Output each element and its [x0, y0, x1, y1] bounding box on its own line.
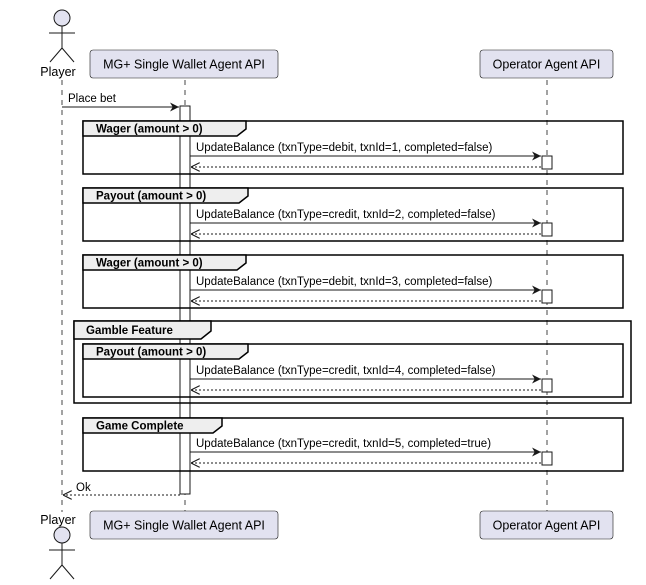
ok-label: Ok	[76, 482, 91, 494]
payout-frame-2-title: Payout (amount > 0)	[96, 347, 206, 359]
update-balance-2-label: UpdateBalance (txnType=credit, txnId=2, …	[196, 209, 496, 221]
update-balance-3-label: UpdateBalance (txnType=debit, txnId=3, c…	[196, 276, 492, 288]
update-balance-5-label: UpdateBalance (txnType=credit, txnId=5, …	[196, 438, 491, 450]
player-label-top: Player	[40, 65, 75, 79]
game-complete-title: Game Complete	[96, 421, 184, 433]
place-bet-message: Place bet	[62, 93, 179, 112]
mg-api-label-top: MG+ Single Wallet Agent API	[103, 58, 265, 72]
player-label-bottom: Player	[40, 513, 75, 527]
mg-api-activation-bar	[179, 105, 191, 495]
place-bet-label: Place bet	[68, 93, 117, 105]
mg-api-participant-bottom: MG+ Single Wallet Agent API	[89, 510, 279, 540]
mg-api-label-bottom: MG+ Single Wallet Agent API	[103, 519, 265, 533]
payout-frame-1: Payout (amount > 0) UpdateBalance (txnTy…	[82, 187, 624, 242]
wager-frame-2-title: Wager (amount > 0)	[96, 258, 203, 270]
payout-frame-2: Payout (amount > 0) UpdateBalance (txnTy…	[82, 343, 624, 398]
operator-api-label-top: Operator Agent API	[493, 58, 601, 72]
gamble-feature-frame: Gamble Feature	[73, 320, 632, 404]
update-balance-1-label: UpdateBalance (txnType=debit, txnId=1, c…	[196, 142, 492, 154]
wager-frame-1-title: Wager (amount > 0)	[96, 124, 203, 136]
player-actor-top: Player	[40, 9, 76, 79]
payout-frame-1-title: Payout (amount > 0)	[96, 191, 206, 203]
update-balance-4-label: UpdateBalance (txnType=credit, txnId=4, …	[196, 365, 496, 377]
operator-activation-4	[541, 378, 553, 393]
actor-head-icon	[53, 526, 71, 544]
wager-frame-1: Wager (amount > 0) UpdateBalance (txnTyp…	[82, 120, 624, 175]
operator-api-participant-bottom: Operator Agent API	[479, 510, 614, 540]
player-actor-bottom: Player	[40, 513, 76, 580]
operator-activation-2	[541, 222, 553, 237]
operator-api-participant-top: Operator Agent API	[479, 49, 614, 79]
operator-activation-3	[541, 289, 553, 304]
wager-frame-2: Wager (amount > 0) UpdateBalance (txnTyp…	[82, 254, 624, 309]
actor-head-icon	[53, 9, 71, 27]
gamble-feature-title: Gamble Feature	[86, 325, 173, 337]
operator-activation-5	[541, 451, 553, 466]
operator-activation-1	[541, 155, 553, 170]
operator-api-label-bottom: Operator Agent API	[493, 519, 601, 533]
mg-api-participant-top: MG+ Single Wallet Agent API	[89, 49, 279, 79]
game-complete-frame: Game Complete UpdateBalance (txnType=cre…	[82, 417, 624, 472]
ok-message: Ok	[63, 482, 180, 495]
